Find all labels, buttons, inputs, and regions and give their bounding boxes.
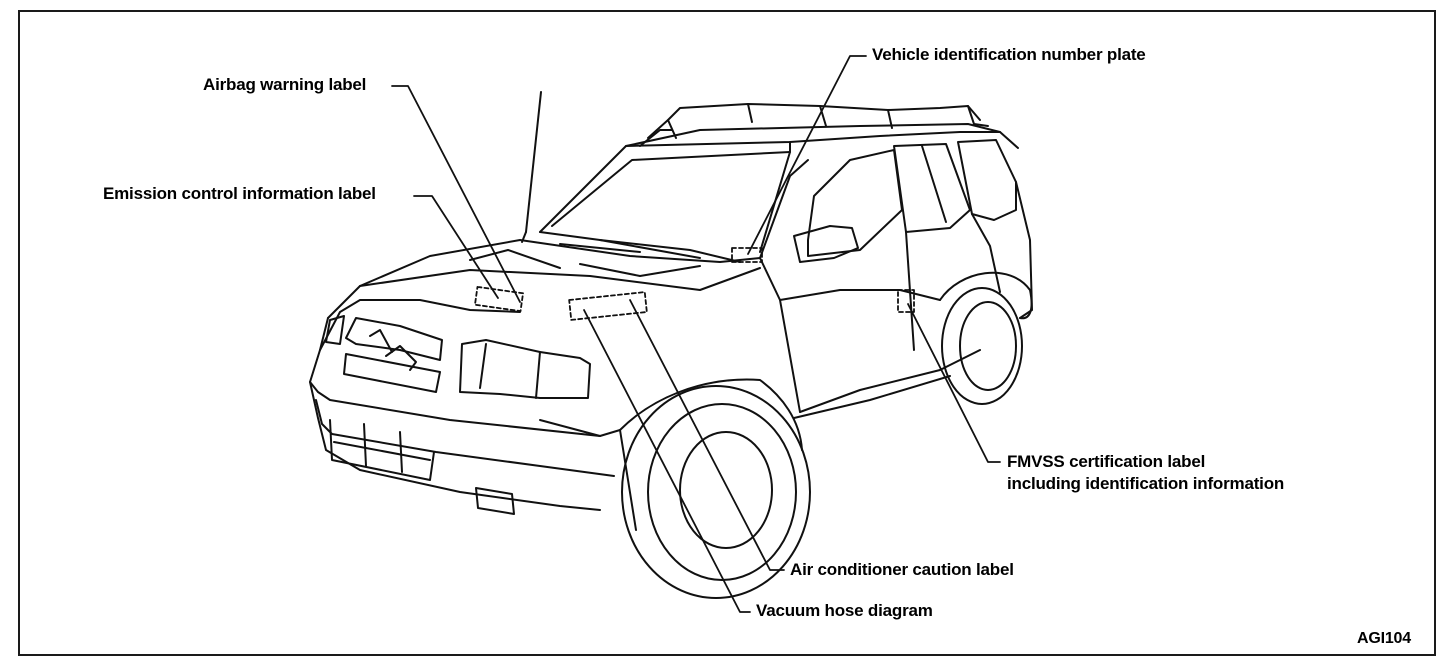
body-side	[759, 159, 1033, 419]
body-roof	[539, 123, 1019, 253]
leader-ac	[629, 299, 785, 571]
headlights	[325, 315, 591, 399]
fmvss-callout-line2: including identification information	[1007, 474, 1285, 493]
leader-vacuum	[583, 309, 751, 613]
grille	[343, 317, 443, 393]
diagram-frame	[18, 10, 1436, 656]
air-conditioner-caution-label-callout: Air conditioner caution label	[790, 560, 1014, 579]
emission-control-label-callout: Emission control information label	[103, 184, 376, 203]
leader-fmvss	[907, 303, 1001, 463]
figure-code: AGI104	[1357, 630, 1411, 647]
front-end	[309, 299, 637, 531]
airbag-warning-label-callout: Airbag warning label	[203, 75, 367, 94]
front-wheel	[619, 378, 811, 599]
leader-airbag	[391, 85, 521, 303]
fmvss-callout-line1: FMVSS certification label	[1007, 452, 1206, 471]
hood	[327, 239, 761, 319]
bumper	[315, 399, 615, 515]
side-mirror	[793, 225, 859, 263]
leader-vin	[747, 55, 867, 255]
leader-lines	[391, 55, 1001, 613]
vacuum-hose-diagram-callout: Vacuum hose diagram	[756, 601, 933, 620]
rear-wheel	[939, 271, 1033, 405]
antenna	[521, 91, 542, 243]
leader-emission	[413, 195, 499, 299]
wipers	[539, 231, 741, 263]
vin-plate-callout: Vehicle identification number plate	[872, 45, 1146, 64]
label-markers	[474, 247, 915, 321]
fmvss-certification-label-callout: FMVSS certification label including iden…	[1007, 451, 1284, 495]
